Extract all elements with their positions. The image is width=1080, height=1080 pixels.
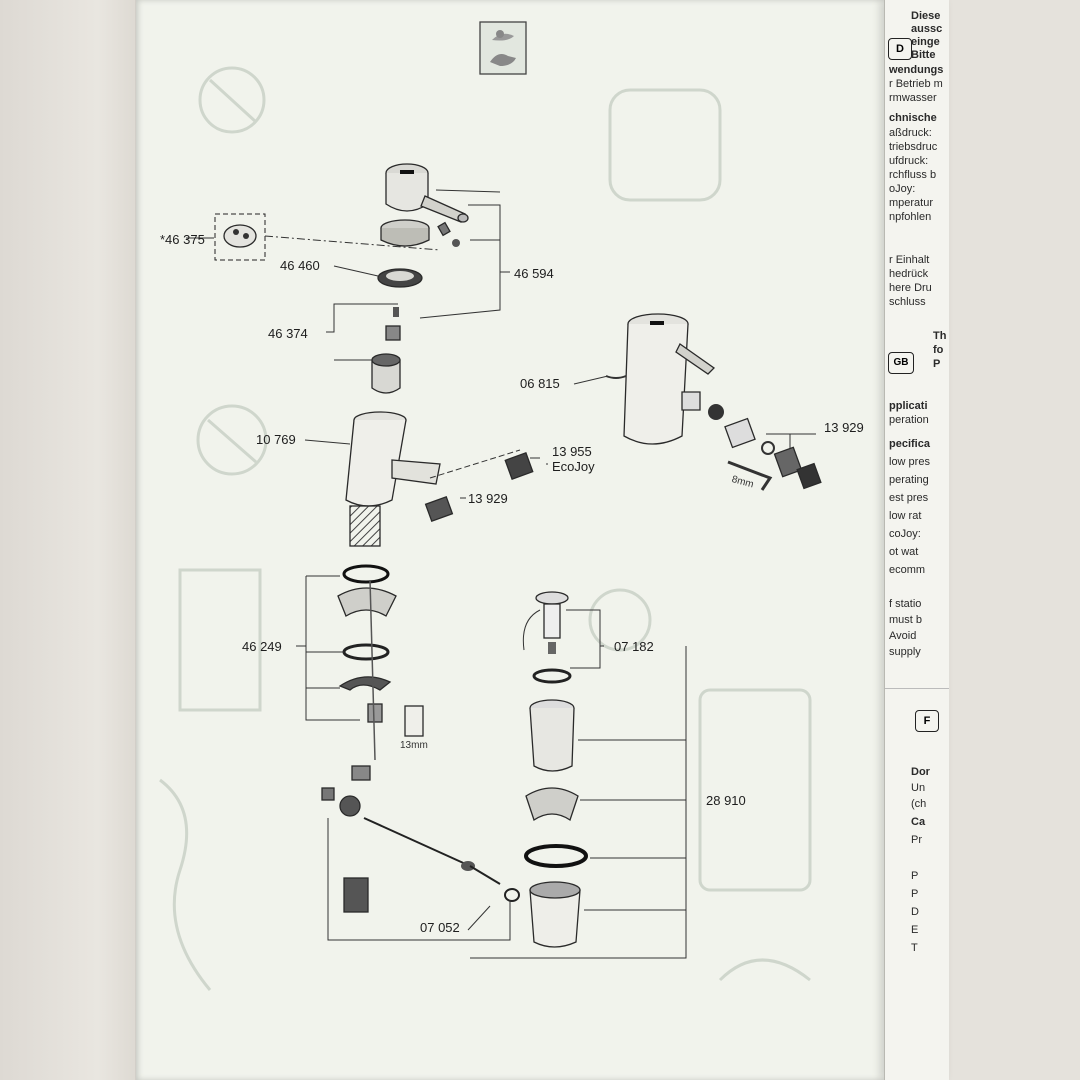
grub-screw	[437, 221, 460, 247]
label-13955: 13 955	[552, 444, 592, 459]
faucet-icon-box	[479, 21, 527, 75]
section-divider	[885, 688, 949, 689]
side-line: schluss	[889, 296, 926, 308]
side-line: wendungs	[889, 64, 944, 76]
side-line: P	[911, 870, 919, 882]
side-line: ecomm	[889, 564, 926, 576]
handle-lever-part	[385, 163, 469, 223]
handle-seal-ring	[380, 219, 430, 247]
side-line: triebsdruc	[889, 141, 938, 153]
side-line: aussc	[911, 23, 943, 35]
label-28910: 28 910	[706, 793, 746, 808]
drain-plug-07182	[522, 591, 572, 684]
side-line: E	[911, 924, 919, 936]
manual-page	[136, 0, 908, 1080]
label-06815: 06 815	[520, 376, 560, 391]
side-line: Pr	[911, 834, 922, 846]
side-line: ot wat	[889, 546, 919, 558]
fixing-set-46249	[337, 564, 424, 761]
waste-body-28910	[524, 699, 588, 948]
side-line: P	[911, 888, 919, 900]
side-line: peration	[889, 414, 929, 426]
label-07182: 07 182	[614, 639, 654, 654]
bidet-faucet-detail	[605, 313, 822, 491]
side-line: Dor	[911, 766, 930, 778]
side-line: pplicati	[889, 400, 928, 412]
side-line: fo	[933, 344, 944, 356]
side-line: (ch	[911, 798, 927, 810]
side-line: D	[911, 906, 919, 918]
label-46249: 46 249	[242, 639, 282, 654]
side-line: Bitte	[911, 49, 936, 61]
side-line: aßdruck:	[889, 127, 932, 139]
side-line: est pres	[889, 492, 929, 504]
side-line: Th	[933, 330, 947, 342]
popup-rod-07052	[321, 765, 520, 913]
label-13mm: 13mm	[400, 740, 428, 751]
side-line: hedrück	[889, 268, 929, 280]
side-line: mperatur	[889, 197, 934, 209]
label-46594: 46 594	[514, 266, 554, 281]
side-line: rchfluss b	[889, 169, 937, 181]
label-ecojoy: EcoJoy	[552, 459, 595, 474]
side-line: chnische	[889, 112, 937, 124]
cartridge-46374	[371, 307, 401, 394]
label-07052: 07 052	[420, 920, 460, 935]
side-line: P	[933, 358, 941, 370]
faucet-body-10769	[345, 411, 441, 547]
exploded-parts-diagram: *46 375 46 460 46 594 46 374 06 815 10 7…	[159, 21, 864, 991]
side-line: Avoid	[889, 630, 917, 642]
side-line: Ca	[911, 816, 926, 828]
side-line: low rat	[889, 510, 922, 522]
label-8mm: 8mm	[730, 474, 754, 490]
label-13929-right: 13 929	[824, 420, 864, 435]
side-line: r Betrieb m	[889, 78, 943, 90]
side-line: ufdruck:	[889, 155, 929, 167]
side-line: einge	[911, 36, 940, 48]
side-line: pecifica	[889, 438, 930, 450]
table-surface-left	[0, 0, 140, 1080]
side-line: must b	[889, 614, 923, 626]
table-surface-right	[946, 0, 1080, 1080]
language-box-d: D	[888, 38, 912, 60]
side-line: perating	[889, 474, 929, 486]
side-line: coJoy:	[889, 528, 921, 540]
side-line: supply	[889, 646, 921, 658]
language-box-f: F	[915, 710, 939, 732]
adjacent-page: D Diese aussc einge Bitte wendungs r Bet…	[884, 0, 949, 1080]
cap-46375	[214, 213, 266, 261]
side-line: T	[911, 942, 918, 954]
aerator-13929-left	[424, 495, 454, 523]
side-line: oJoy:	[889, 183, 916, 195]
side-line: Un	[911, 782, 926, 794]
side-line: here Dru	[889, 282, 932, 294]
ring-46460	[377, 268, 423, 288]
side-line: npfohlen	[889, 211, 932, 223]
label-46460: 46 460	[280, 258, 320, 273]
ghost-illustrations	[159, 66, 812, 991]
side-line: Diese	[911, 10, 941, 22]
label-10769: 10 769	[256, 432, 296, 447]
language-box-gb: GB	[888, 352, 914, 374]
side-line: rmwasser	[889, 92, 937, 104]
label-46375: *46 375	[160, 232, 205, 247]
label-13929-left: 13 929	[468, 491, 508, 506]
side-line: low pres	[889, 456, 930, 468]
label-46374: 46 374	[268, 326, 308, 341]
side-line: f statio	[889, 598, 922, 610]
aerator-13955	[504, 452, 534, 480]
side-line: r Einhalt	[889, 254, 930, 266]
